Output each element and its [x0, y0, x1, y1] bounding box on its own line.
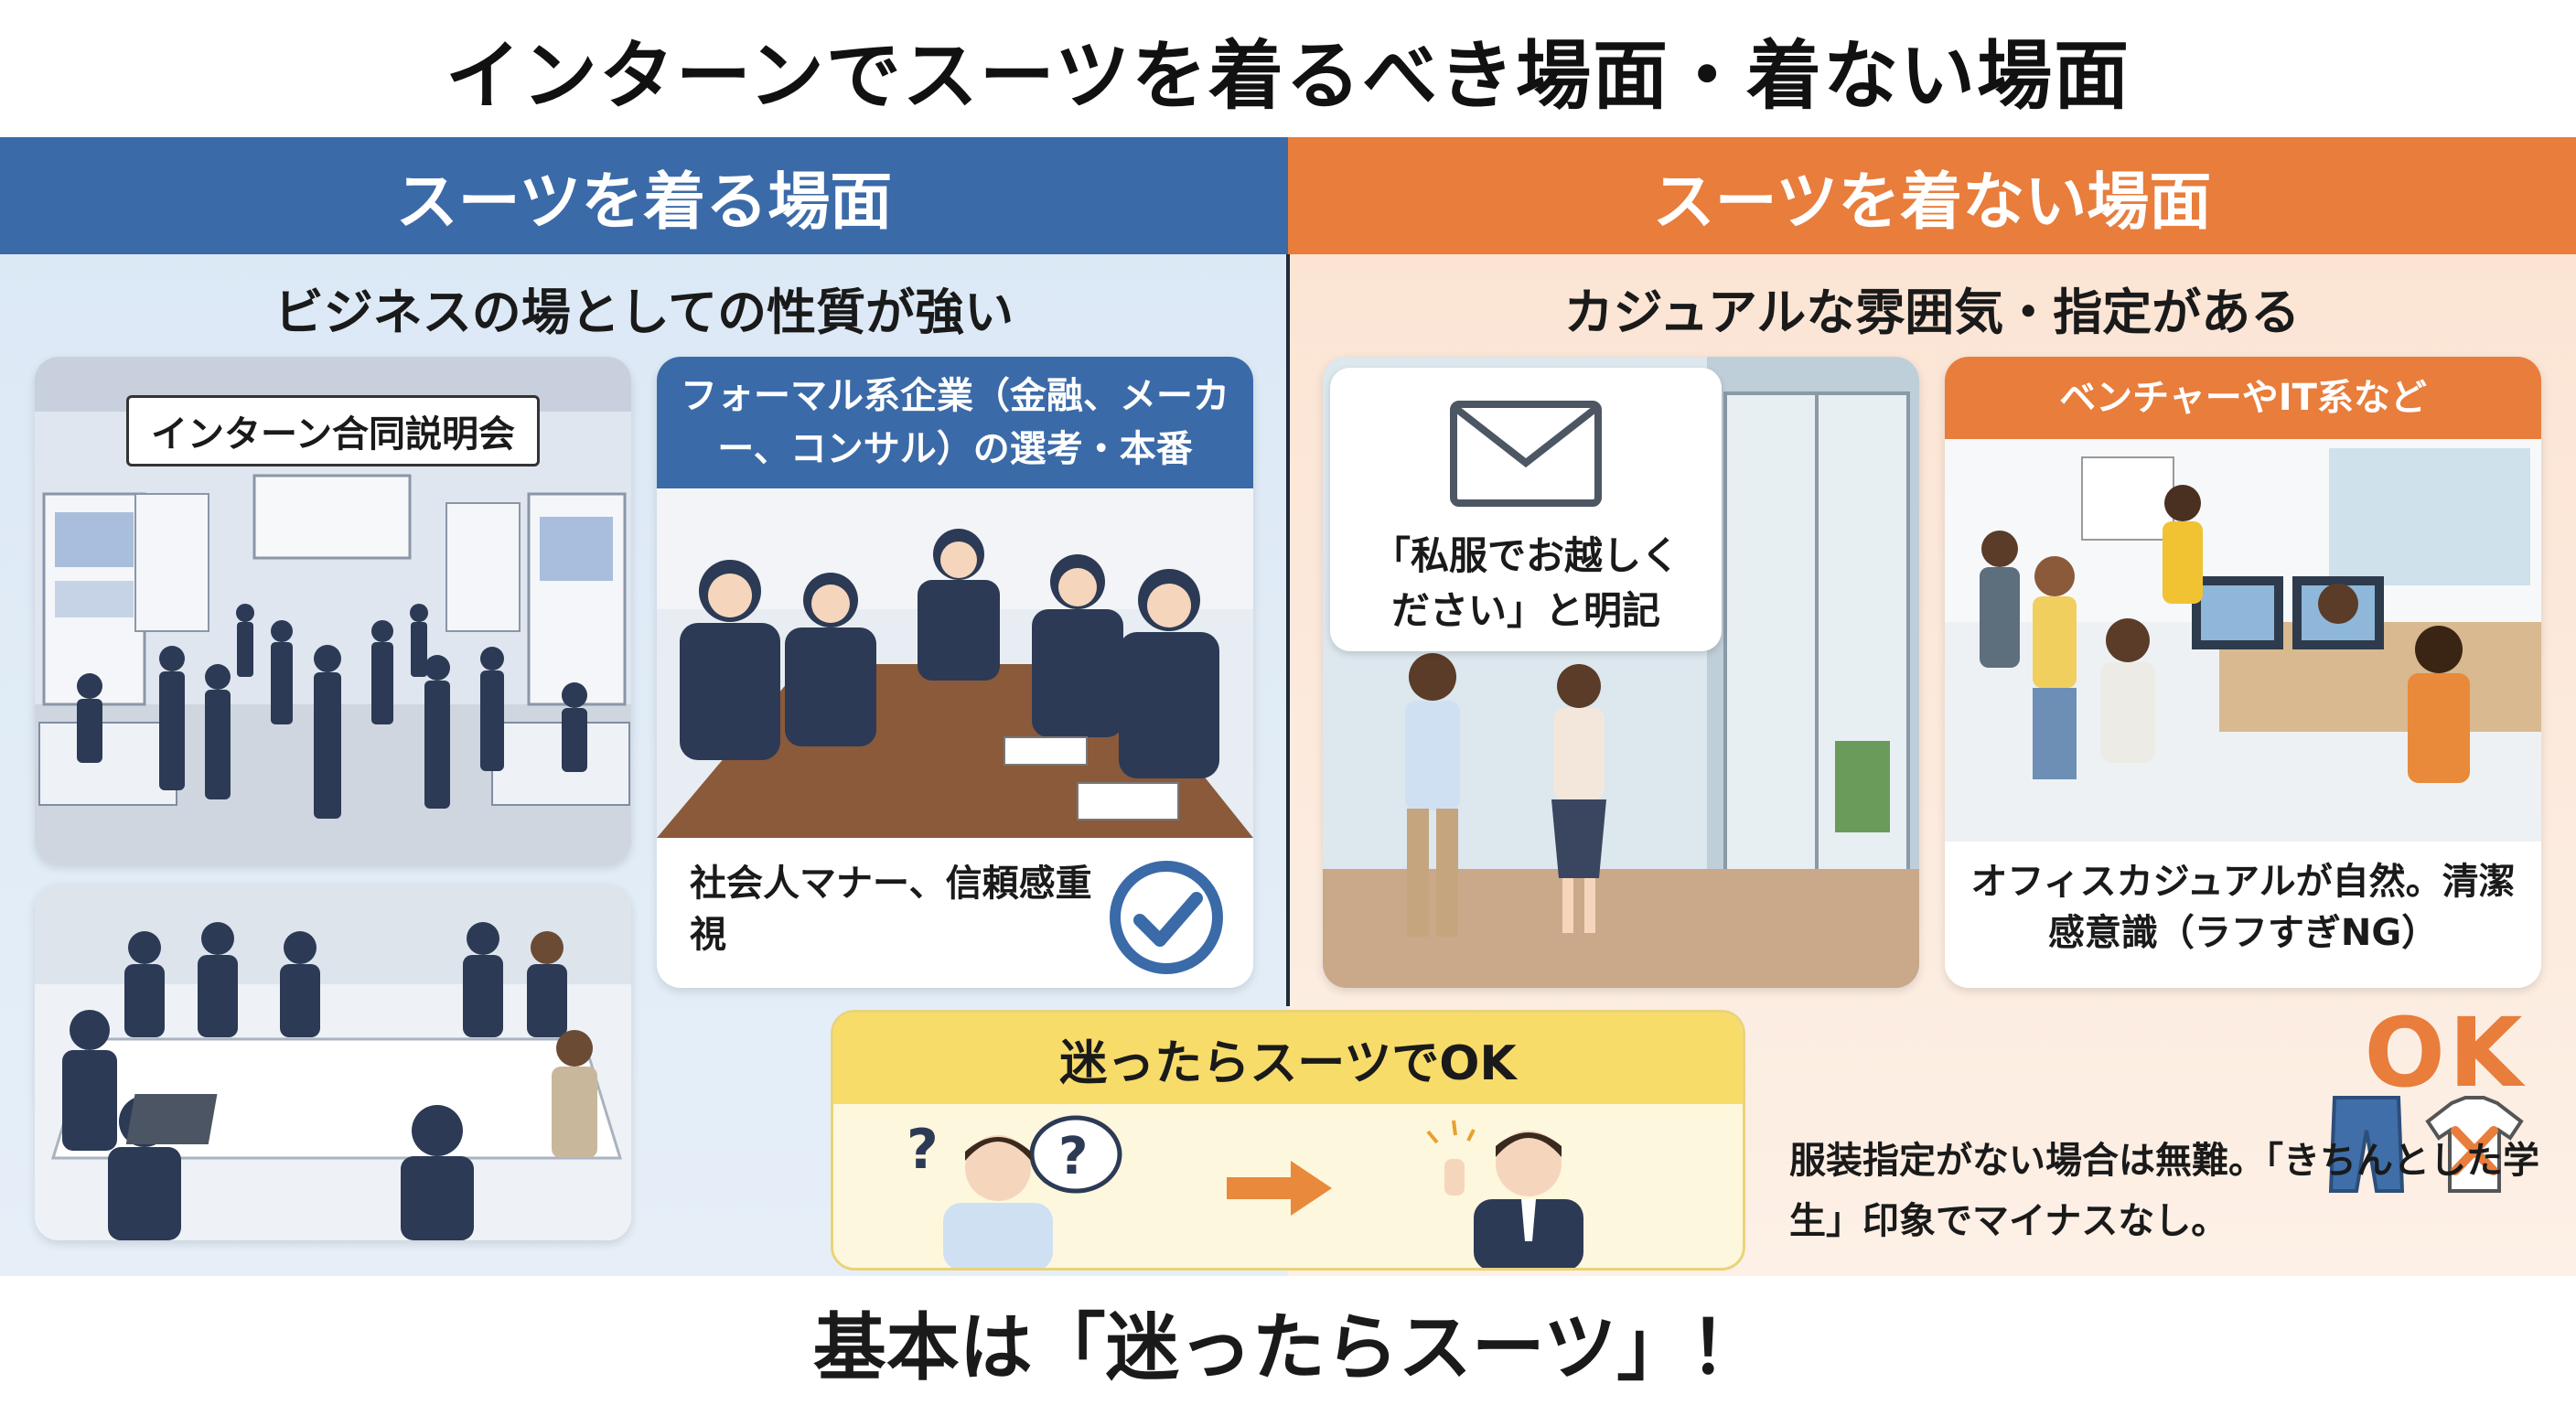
envelope-icon — [1450, 401, 1602, 507]
info-session-label: インターン合同説明会 — [126, 395, 540, 467]
casual-notice-card: 「私服でお越しください」と明記 — [1323, 357, 1919, 988]
casual-notice-text: 「私服でお越しください」と明記 — [1371, 533, 1680, 633]
wear-suit-header: スーツを着る場面 — [0, 137, 1288, 254]
meeting-card — [35, 884, 631, 1240]
cross-icon — [2451, 1126, 2498, 1175]
interview-illustration — [657, 490, 1253, 838]
formal-company-header: フォーマル系企業（金融、メーカー、コンサル）の選考・本番 — [657, 357, 1253, 488]
formal-company-caption: 社会人マナー、信頼感重視 — [690, 863, 1092, 956]
ok-label: OK — [2364, 997, 2527, 1109]
info-session-card: インターン合同説明会 — [35, 357, 631, 864]
no-suit-header: スーツを着ない場面 — [1288, 137, 2576, 254]
thumbs-up-icon — [1444, 1159, 1465, 1196]
page-title: インターンでスーツを着るべき場面・着ない場面 — [445, 32, 2131, 120]
casual-entrance-illustration — [1323, 357, 1919, 988]
tshirt-icon — [2425, 1096, 2524, 1193]
venture-header: ベンチャーやIT系など — [1945, 357, 2541, 439]
no-suit-subheader: カジュアルな雰囲気・指定がある — [1563, 283, 2301, 341]
unsure-header: 迷ったらスーツでOK — [833, 1013, 1743, 1104]
meeting-illustration — [35, 884, 631, 1240]
ok-caption: 服装指定がない場合は無難。「きちんとした学生」印象でマイナスなし。 — [1789, 1140, 2539, 1242]
svg-text:?: ? — [1058, 1127, 1088, 1186]
check-icon — [1110, 861, 1223, 974]
venture-caption: オフィスカジュアルが自然。清潔感意識（ラフすぎNG） — [1970, 861, 2516, 954]
venture-card: ベンチャーやIT系など オフィスカジュアルが自然。清潔感意識（ラフすぎNG） — [1945, 357, 2541, 988]
footer-message: 基本は「迷ったらスーツ」！ — [0, 1279, 2576, 1405]
unsure-panel: 迷ったらスーツでOK ? ? — [831, 1010, 1745, 1271]
question-icon: ? — [907, 1118, 939, 1182]
office-illustration — [1945, 439, 2541, 842]
wear-suit-subheader: ビジネスの場としての性質が強い — [274, 283, 1014, 341]
unsure-illustration: ? ? — [907, 1115, 1583, 1268]
formal-company-card: フォーマル系企業（金融、メーカー、コンサル）の選考・本番 社会人マナー、信頼感重… — [657, 357, 1253, 988]
center-divider — [1286, 137, 1290, 1006]
casual-notice-bubble: 「私服でお越しください」と明記 — [1330, 368, 1722, 651]
jeans-icon — [2328, 1096, 2405, 1193]
arrow-right-icon — [1227, 1161, 1332, 1216]
